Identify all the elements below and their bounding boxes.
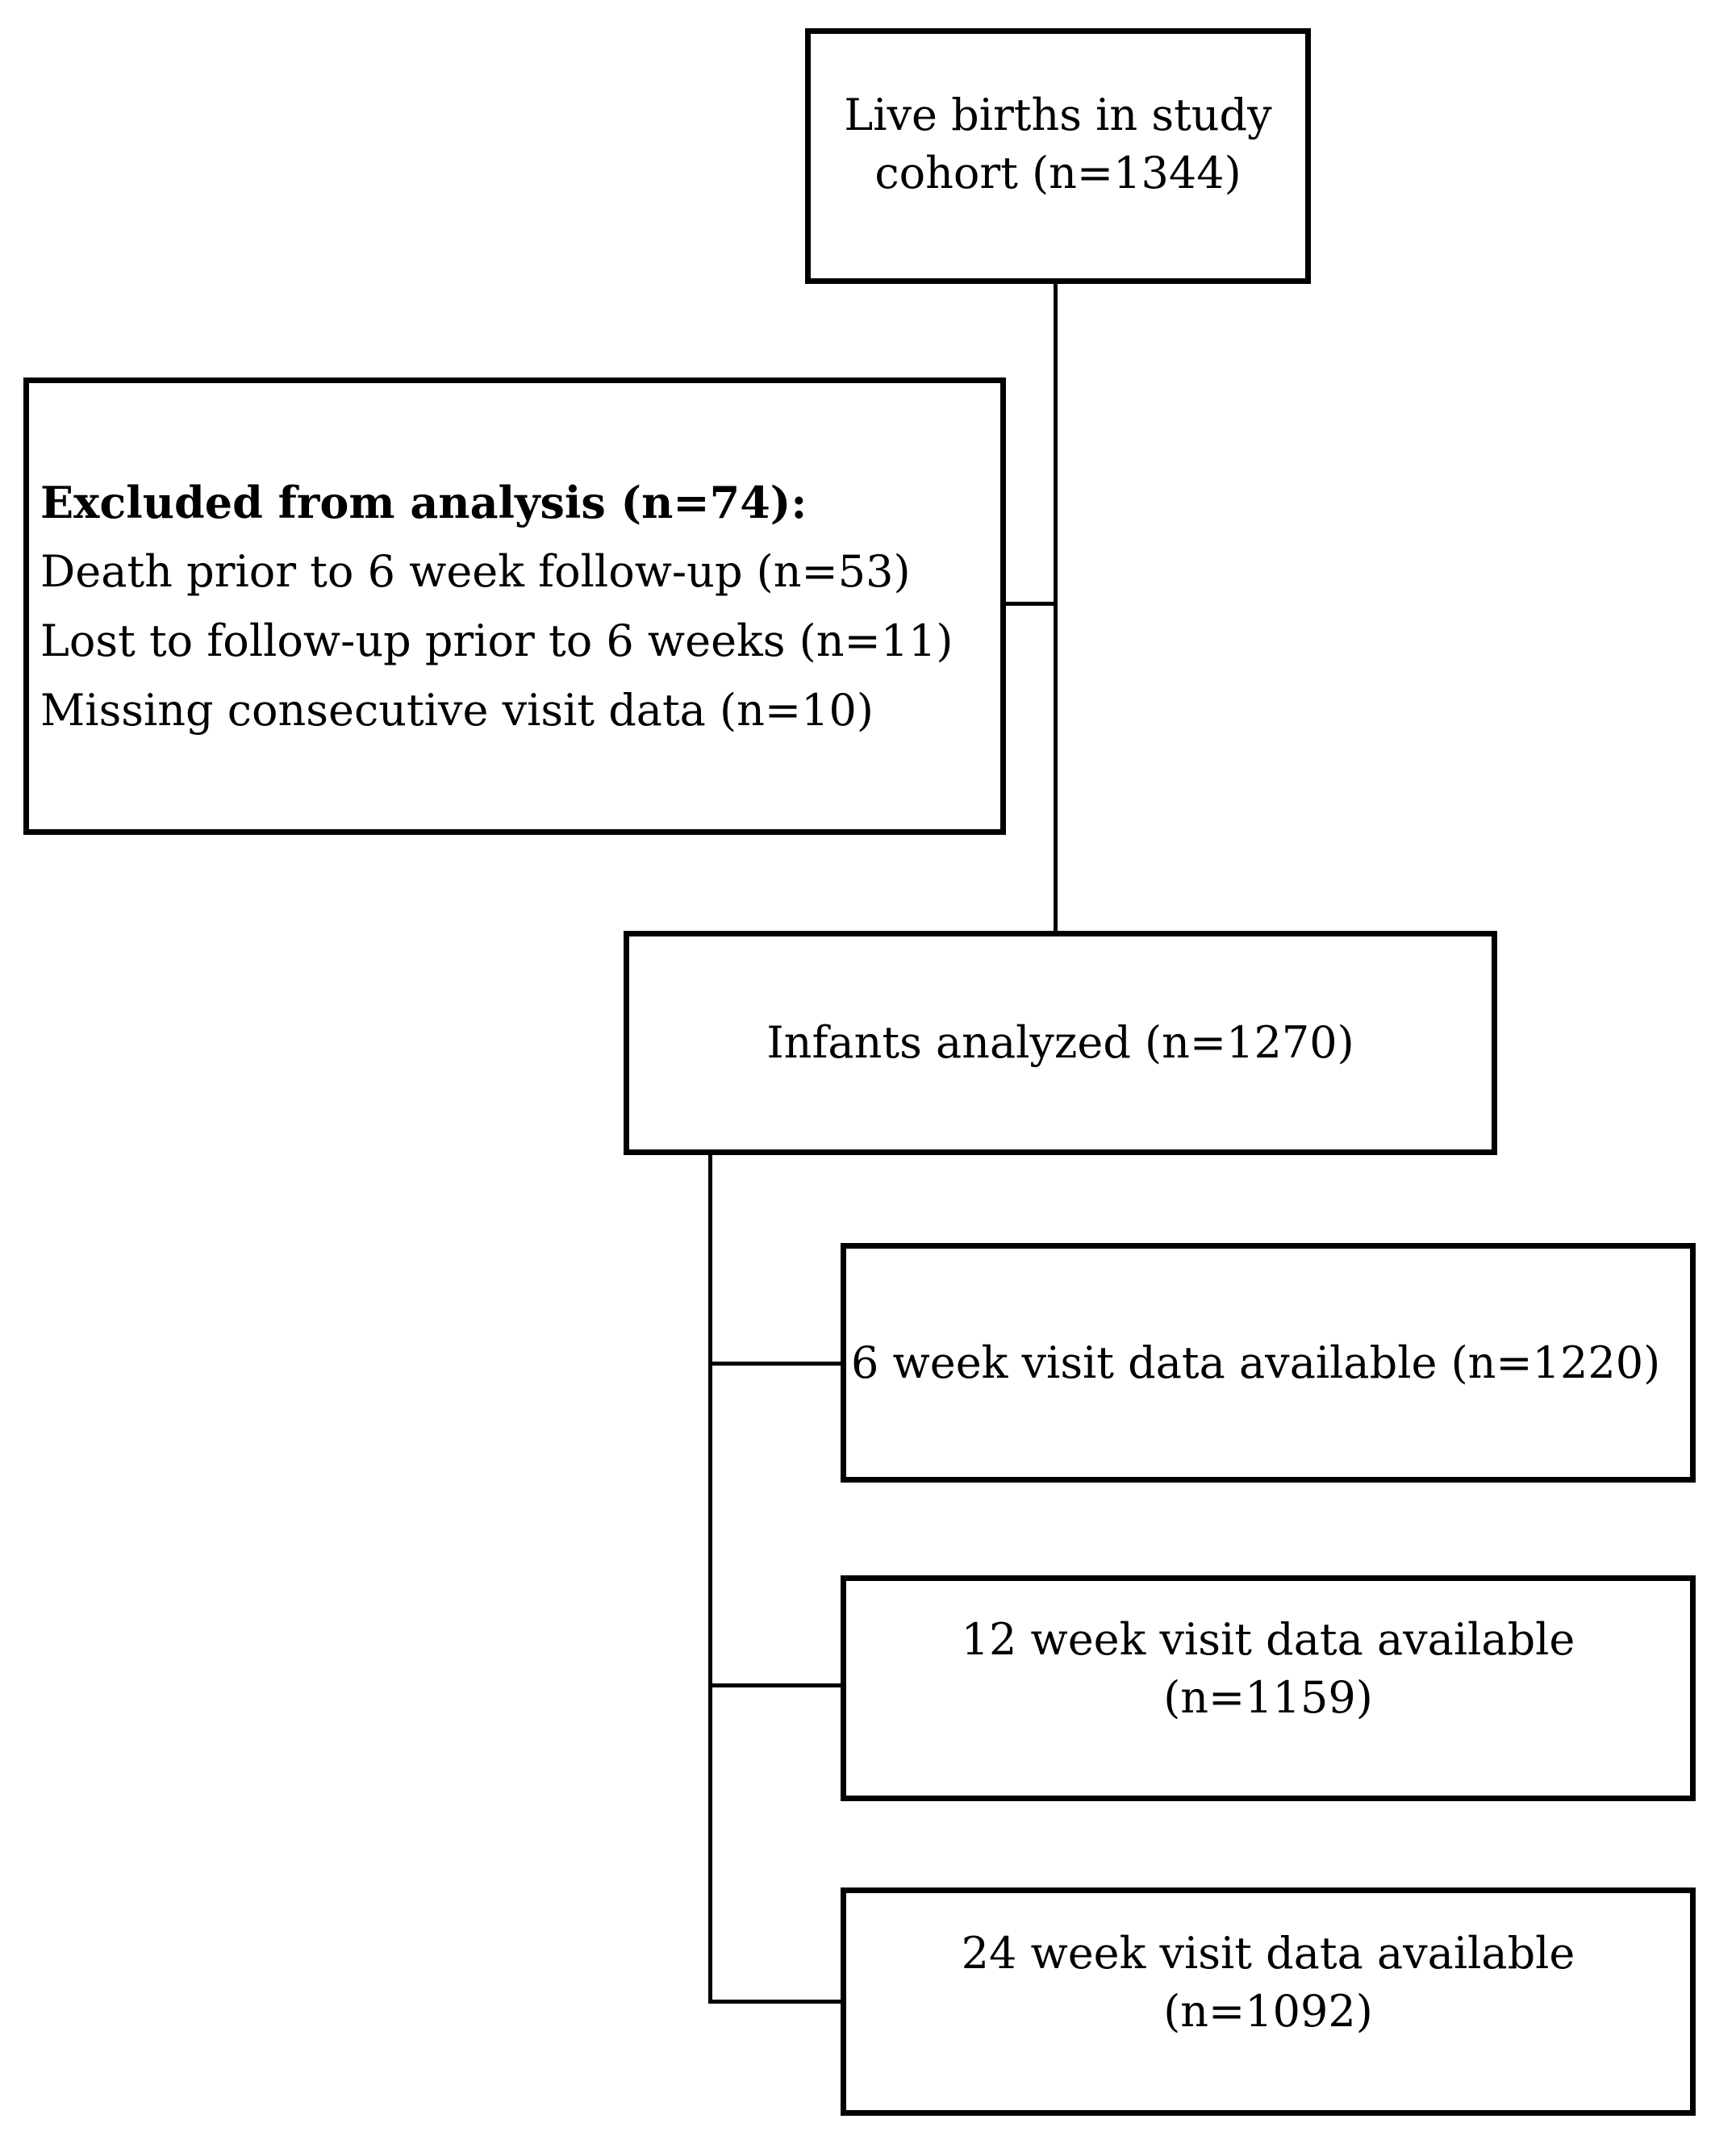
infants-analyzed-text: Infants analyzed (n=1270) — [766, 1017, 1354, 1068]
week12-line1: 12 week visit data available — [961, 1614, 1575, 1665]
connector-branch-week24 — [710, 2000, 843, 2004]
week24-line2: (n=1092) — [1163, 1985, 1373, 2037]
excluded-item-missing: Missing consecutive visit data (n=10) — [40, 684, 874, 736]
live-births-line1: Live births in study — [844, 89, 1272, 140]
connector-top-to-infants — [1054, 281, 1058, 934]
live-births-line2: cohort (n=1344) — [874, 147, 1241, 198]
live-births-box: Live births in study cohort (n=1344) — [805, 28, 1311, 284]
infants-analyzed-box: Infants analyzed (n=1270) — [624, 931, 1497, 1155]
week24-box: 24 week visit data available (n=1092) — [841, 1887, 1696, 2116]
connector-branch-week6 — [710, 1362, 843, 1366]
week24-line1: 24 week visit data available — [961, 1927, 1575, 1979]
excluded-item-lost: Lost to follow-up prior to 6 weeks (n=11… — [40, 615, 954, 666]
week6-box: 6 week visit data available (n=1220) — [841, 1243, 1696, 1483]
excluded-title: Excluded from analysis (n=74): — [40, 476, 807, 528]
connector-branch-week12 — [710, 1683, 843, 1687]
week6-text: 6 week visit data available (n=1220) — [851, 1337, 1661, 1388]
excluded-box: Excluded from analysis (n=74): Death pri… — [23, 377, 1006, 835]
week12-box: 12 week visit data available (n=1159) — [841, 1575, 1696, 1801]
connector-excluded-branch — [1003, 602, 1058, 606]
week12-line2: (n=1159) — [1163, 1672, 1373, 1723]
excluded-item-death: Death prior to 6 week follow-up (n=53) — [40, 545, 911, 597]
connector-infants-trunk — [708, 1152, 712, 2004]
